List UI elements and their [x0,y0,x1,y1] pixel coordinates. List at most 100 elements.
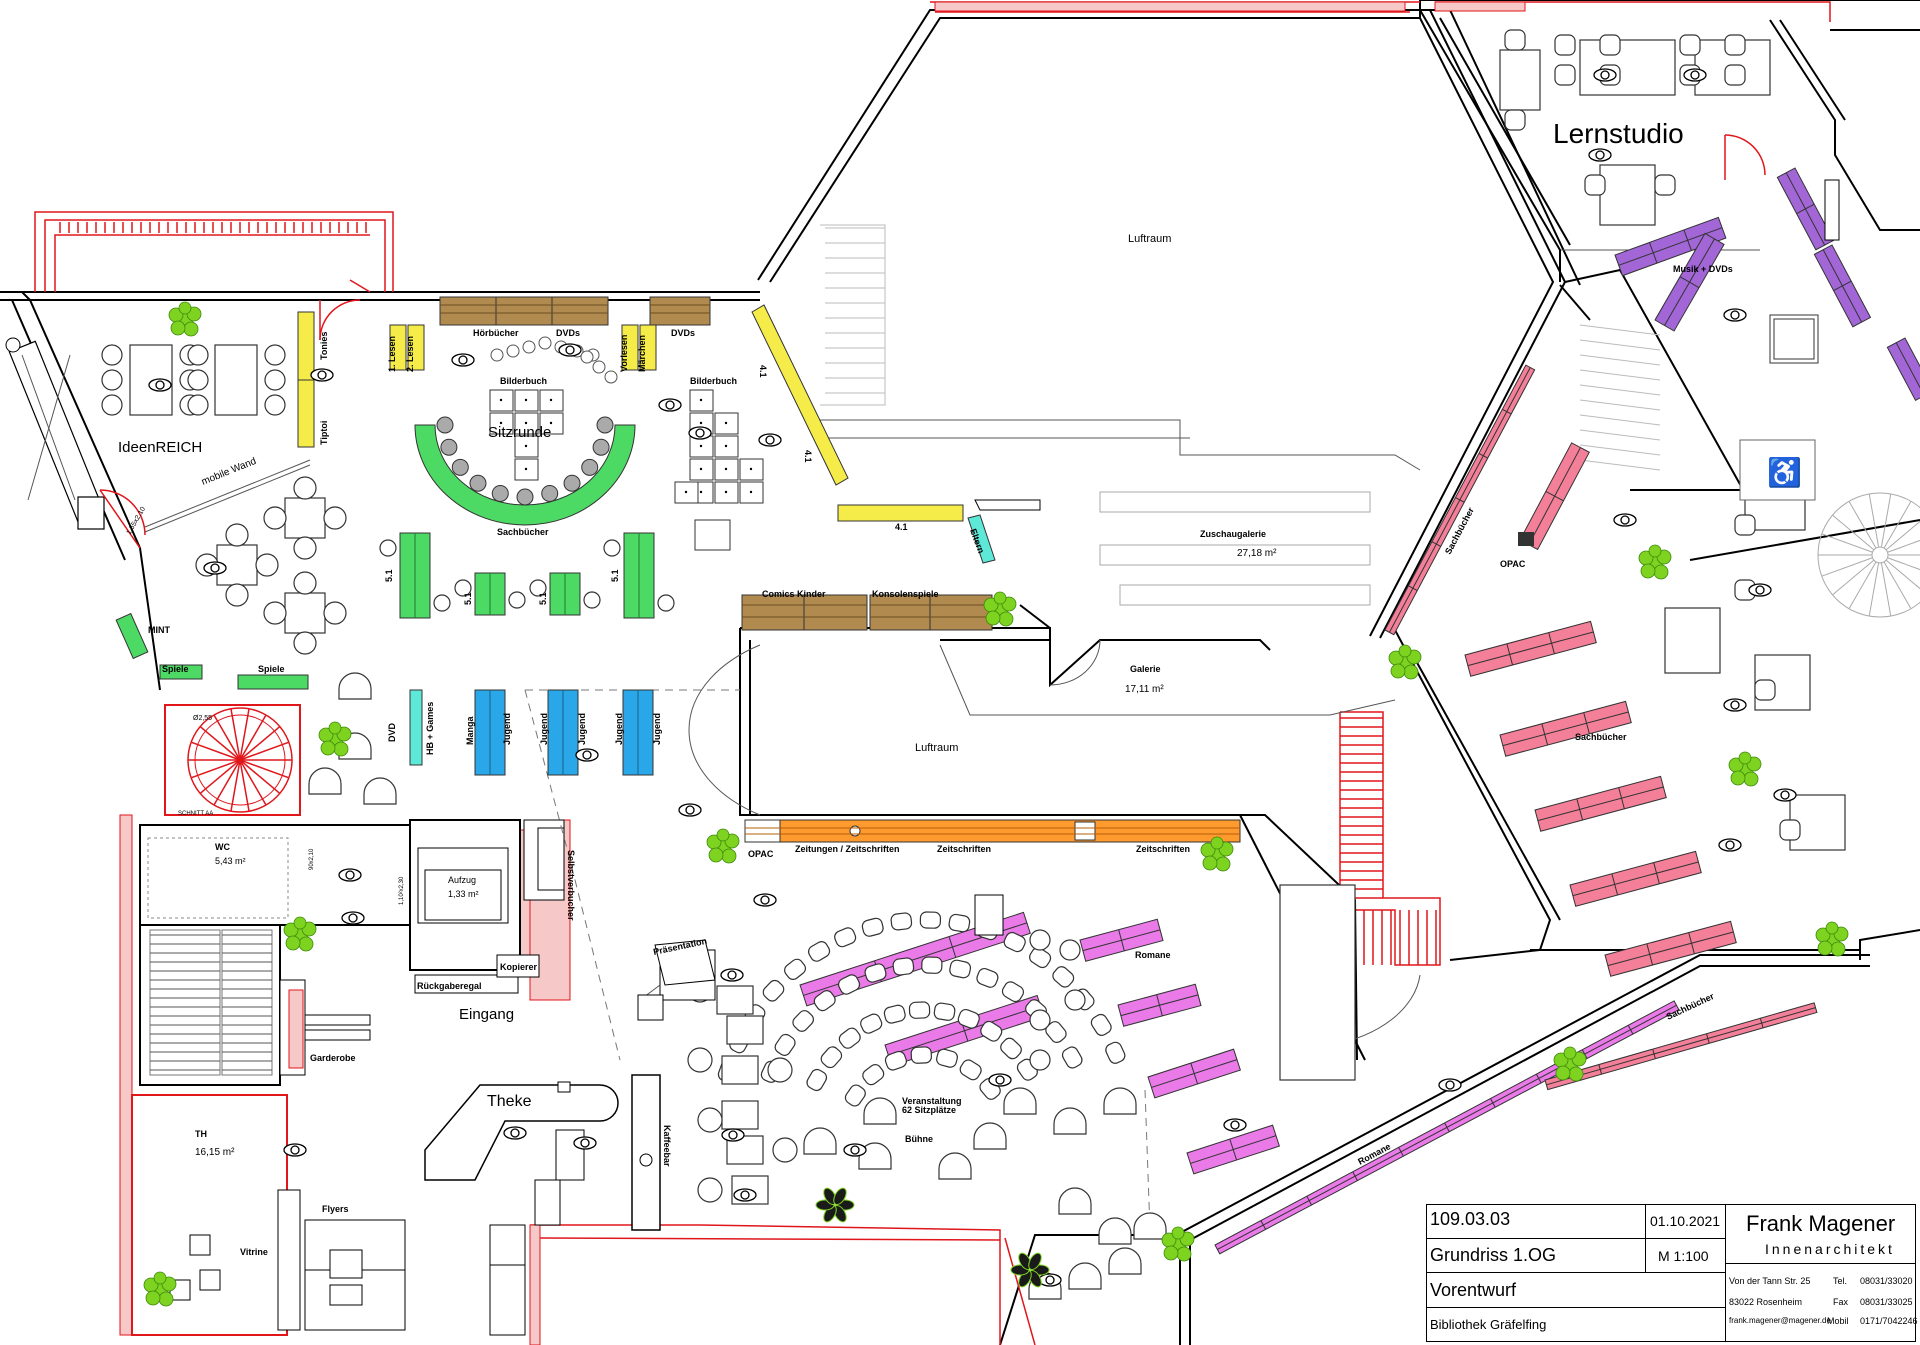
plant [1388,644,1422,680]
shelf [1117,983,1202,1027]
label-hb-games: HB + Games [425,702,435,755]
label-konsolen: Konsolenspiele [872,589,939,599]
shelf [1654,232,1725,332]
chair [293,536,317,560]
drawing-title: Grundriss 1.OG [1430,1245,1557,1265]
stool [603,539,621,557]
service-block [119,814,571,1336]
purple-shelves [1614,167,1920,402]
seat [910,1046,932,1064]
label-comics: Comics Kinder [762,589,826,599]
person [1223,1118,1247,1132]
shelf [1147,1048,1242,1099]
person [720,968,744,982]
seat [580,350,594,364]
seat [792,1010,815,1032]
stairs-luftraum [820,224,1661,606]
fax-value: 08031/33025 [1860,1297,1913,1307]
table [284,592,326,634]
person [1723,698,1747,712]
fax-label: Fax [1833,1297,1849,1307]
firm-email: frank.magener@magener.de [1729,1316,1831,1325]
chair [101,394,123,416]
seat [892,957,915,976]
seat [522,340,536,354]
shelf [1384,364,1536,636]
label-jugend-5: Jugend [652,713,662,745]
spiral-stair-left [164,704,301,816]
person [341,911,365,925]
chair [187,344,209,366]
plant [1553,1046,1587,1082]
project-phase: Vorentwurf [1430,1280,1517,1300]
label-romane: Romane [1135,950,1171,960]
person [203,561,227,575]
room-ideenreich: IdeenREICH [118,439,202,456]
label-51-a: 5.1 [384,569,394,582]
chair [263,506,287,530]
tel-label: Tel. [1833,1276,1848,1286]
room-veranstaltung: Veranstaltung [902,1096,962,1106]
seat [784,958,807,980]
plant [1728,751,1762,787]
label-51-b: 5.1 [463,592,473,605]
label-garderobe: Garderobe [310,1053,356,1063]
opac-terminal [1518,532,1534,546]
chair [255,553,279,577]
seat [959,1059,982,1081]
bilderbuch-boxes [489,389,764,551]
label-zeitungen: Zeitungen / Zeitschriften [795,844,900,854]
person [1613,513,1637,527]
label-schnitt: SCHNITT AA [178,811,213,817]
room-sitzrunde: Sitzrunde [488,424,551,441]
chair [187,394,209,416]
shelf [1464,620,1597,677]
chair [264,344,286,366]
person [283,1143,307,1157]
lounge-chair [1068,1262,1102,1290]
seat [864,963,887,983]
project-name: Bibliothek Gräfelfing [1430,1317,1547,1332]
person [310,368,334,382]
sitzrunde [414,336,636,526]
seat [506,344,520,358]
shelf [1886,337,1920,402]
chair [323,601,347,625]
chair [323,506,347,530]
room-wc: WC [215,842,230,852]
chair [697,1177,723,1203]
shelf [1079,918,1164,962]
table [284,497,326,539]
chair [263,601,287,625]
person [1683,68,1707,82]
shelf [1499,700,1632,757]
orange-shelf [744,819,1241,843]
drawing-scale: M 1:100 [1658,1248,1709,1264]
counter [424,894,1004,1336]
label-lift-door: 1,10²x2,30 [399,876,405,905]
stage-chair [973,1122,1007,1150]
label-kaffeebar: Kaffeebar [662,1125,672,1167]
label-musik: Musik + DVDs [1673,264,1733,274]
stool [454,579,472,597]
drawing-date: 01.10.2021 [1650,1213,1721,1229]
plant [1010,1252,1050,1288]
chair [1029,1009,1051,1031]
room-zuschaugalerie-area: 27,18 m² [1237,548,1277,559]
stool [508,591,526,609]
label-zeitschriften: Zeitschriften [937,844,991,854]
label-maerchen: Märchen [637,335,647,372]
seat [1029,947,1052,969]
seat [490,348,504,362]
seat [1105,1041,1126,1064]
label-rueckgaberegal: Rückgaberegal [417,981,482,991]
table [721,1055,759,1085]
person [1588,148,1612,162]
stool [433,594,451,612]
room-lernstudio: Lernstudio [1553,118,1684,149]
label-flyers: Flyers [322,1204,349,1214]
chair [1599,34,1621,56]
person [843,1143,867,1157]
person [575,748,599,762]
seat [491,484,509,502]
